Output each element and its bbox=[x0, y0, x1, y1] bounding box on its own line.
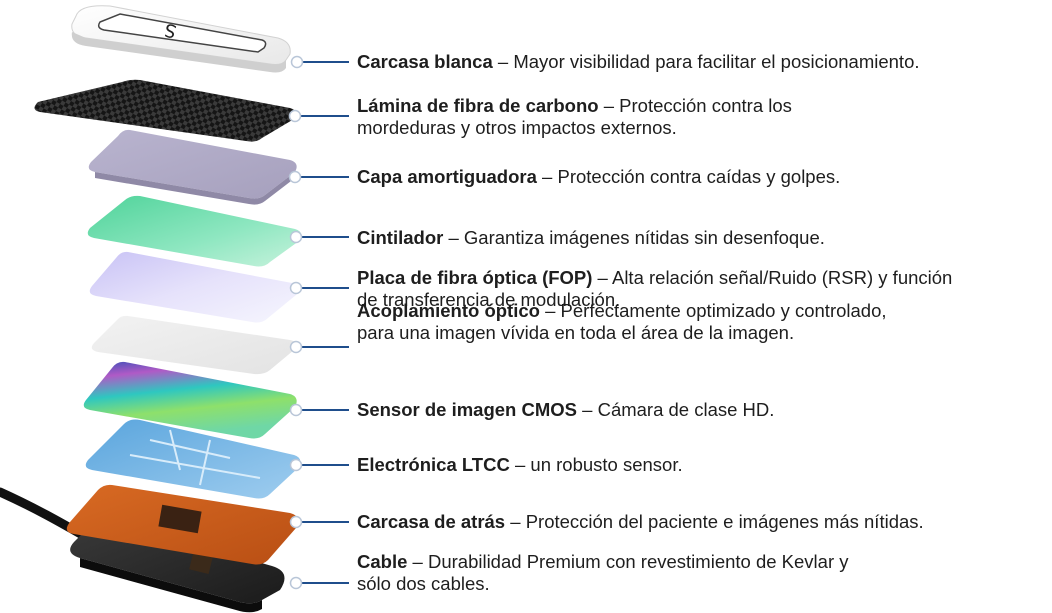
layer-label-separator: – bbox=[492, 51, 514, 72]
layer-label: Electrónica LTCC – un robusto sensor. bbox=[357, 454, 1047, 476]
layer-label-title: Electrónica LTCC bbox=[357, 454, 510, 475]
damping-layer bbox=[88, 129, 297, 205]
leader-dot bbox=[289, 403, 303, 417]
layer-label: Sensor de imagen CMOS – Cámara de clase … bbox=[357, 399, 1047, 421]
cmos-sensor-layer bbox=[83, 361, 297, 439]
layer-label-separator: – bbox=[407, 551, 428, 572]
layer-label: Capa amortiguadora – Protección contra c… bbox=[357, 166, 1047, 188]
layer-label-title: Acoplamiento óptico bbox=[357, 300, 540, 321]
layer-label-description: Durabilidad Premium con revestimiento de… bbox=[427, 551, 849, 572]
layer-label-title: Carcasa de atrás bbox=[357, 511, 506, 532]
sensor-layer-stack: S bbox=[0, 5, 349, 613]
white-housing-layer: S bbox=[71, 5, 291, 73]
layer-label-separator: – bbox=[536, 166, 558, 187]
layer-label: Acoplamiento óptico – Perfectamente opti… bbox=[357, 300, 1047, 344]
layer-label-description: Alta relación señal/Ruido (RSR) y funció… bbox=[611, 267, 953, 288]
layer-label-title: Cintilador bbox=[357, 227, 444, 248]
rear-housing-layer bbox=[66, 484, 298, 565]
svg-text:S: S bbox=[162, 18, 178, 41]
leader-dot bbox=[288, 170, 302, 184]
layer-label-description-line2: de transferencia de modulación. bbox=[357, 289, 621, 310]
layer-label-title: Cable bbox=[357, 551, 408, 572]
layer-label-description: Perfectamente optimizado y controlado, bbox=[560, 300, 887, 321]
layer-label-description: un robusto sensor. bbox=[530, 454, 683, 475]
layer-label-title: Placa de fibra óptica (FOP) bbox=[357, 267, 593, 288]
leader-dot bbox=[289, 281, 303, 295]
fiber-optic-plate-layer bbox=[89, 251, 299, 323]
scintillator-layer bbox=[87, 195, 302, 267]
layer-label-separator: – bbox=[509, 454, 531, 475]
leader-dot bbox=[289, 576, 303, 590]
layer-label-title: Carcasa blanca bbox=[357, 51, 493, 72]
layer-label-description-line2: para una imagen vívida en toda el área d… bbox=[357, 322, 795, 343]
layer-label-separator: – bbox=[505, 511, 526, 532]
leader-dot bbox=[289, 340, 303, 354]
layer-label: Carcasa de atrás – Protección del pacien… bbox=[357, 511, 1047, 533]
layer-label-description: Garantiza imágenes nítidas sin desenfoqu… bbox=[463, 227, 825, 248]
layer-label: Lámina de fibra de carbono – Protección … bbox=[357, 95, 1047, 139]
carbon-fiber-layer bbox=[34, 79, 297, 142]
leader-dot bbox=[289, 515, 303, 529]
layer-label-description-line2: mordeduras y otros impactos externos. bbox=[357, 117, 677, 138]
layer-label-description-line2: sólo dos cables. bbox=[357, 573, 490, 594]
layer-label-separator: – bbox=[577, 399, 598, 420]
layer-label-description: Protección contra caídas y golpes. bbox=[557, 166, 841, 187]
layer-label: Placa de fibra óptica (FOP) – Alta relac… bbox=[357, 267, 1047, 311]
leader-dot bbox=[288, 109, 302, 123]
layer-label-separator: – bbox=[443, 227, 464, 248]
layer-label-separator: – bbox=[539, 300, 561, 321]
layer-label-separator: – bbox=[592, 267, 612, 288]
layer-label: Carcasa blanca – Mayor visibilidad para … bbox=[357, 51, 1047, 73]
layer-label-title: Sensor de imagen CMOS bbox=[357, 399, 577, 420]
layer-label-description: Protección del paciente e imágenes más n… bbox=[525, 511, 924, 532]
layer-label-description: Cámara de clase HD. bbox=[597, 399, 775, 420]
layer-label-separator: – bbox=[598, 95, 620, 116]
layer-label: Cable – Durabilidad Premium con revestim… bbox=[357, 551, 1047, 595]
layer-label-description: Protección contra los bbox=[619, 95, 792, 116]
layer-label: Cintilador – Garantiza imágenes nítidas … bbox=[357, 227, 1047, 249]
layer-label-title: Capa amortiguadora bbox=[357, 166, 537, 187]
leader-dot bbox=[290, 55, 304, 69]
layer-label-description: Mayor visibilidad para facilitar el posi… bbox=[513, 51, 920, 72]
optical-coupling-layer bbox=[91, 315, 297, 375]
layer-label-title: Lámina de fibra de carbono bbox=[357, 95, 599, 116]
ltcc-electronics-layer bbox=[85, 419, 301, 499]
leader-dot bbox=[289, 458, 303, 472]
leader-dot bbox=[289, 230, 303, 244]
